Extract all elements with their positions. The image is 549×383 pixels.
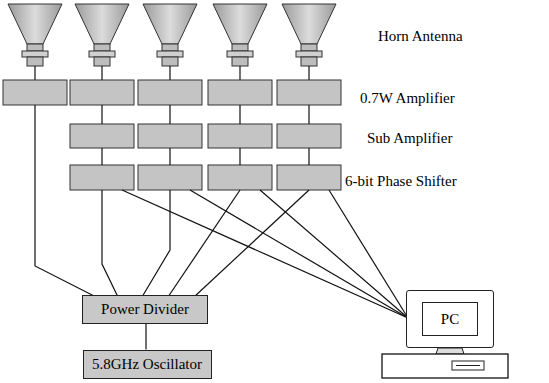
rf-wire (169, 105, 170, 124)
oscillator-box: 5.8GHz Oscillator (83, 350, 212, 379)
sub-amplifier (70, 124, 134, 148)
row-label: 6-bit Phase Shifter (345, 172, 457, 190)
screen-label: PC (422, 302, 478, 336)
feed-wire (35, 105, 96, 297)
pc-monitor: PC (406, 290, 494, 348)
horn-antenna (213, 4, 267, 80)
drive-slot (456, 365, 480, 366)
box-label: Power Divider (101, 300, 189, 318)
monitor-stand (436, 348, 464, 354)
control-wire (260, 190, 408, 318)
power-amplifier (3, 80, 67, 105)
pc-case (382, 354, 508, 378)
horn-antenna (75, 4, 129, 80)
phase-shifter (138, 165, 202, 190)
row-label: Sub Amplifier (367, 129, 452, 147)
drive-slot (452, 361, 484, 370)
power-divider-box: Power Divider (82, 295, 208, 324)
control-wire (329, 190, 408, 318)
power-amplifier (208, 80, 272, 105)
rf-wire (308, 105, 309, 124)
sub-amplifier (138, 124, 202, 148)
rf-wire (308, 148, 309, 165)
horn-antenna (282, 4, 336, 80)
feed-wire (142, 190, 170, 297)
row-label: Horn Antenna (378, 27, 463, 45)
control-wire (190, 190, 408, 318)
horn-antenna (143, 4, 197, 80)
row-label: 0.7W Amplifier (360, 89, 455, 107)
power-amplifier (138, 80, 202, 105)
horn-antenna (8, 4, 62, 80)
rf-wire (239, 105, 240, 124)
rf-wire (169, 148, 170, 165)
power-amplifier (277, 80, 341, 105)
rf-wire (101, 105, 102, 124)
feed-wire (194, 190, 309, 297)
feed-wire (102, 190, 118, 297)
phase-shifter (208, 165, 272, 190)
signal-line (145, 324, 146, 350)
rf-wire (239, 148, 240, 165)
phase-shifter (70, 165, 134, 190)
rf-wire (101, 148, 102, 165)
feed-wire (168, 190, 240, 297)
box-label: 5.8GHz Oscillator (92, 355, 202, 373)
sub-amplifier (208, 124, 272, 148)
power-amplifier (70, 80, 134, 105)
phase-shifter (277, 165, 341, 190)
sub-amplifier (277, 124, 341, 148)
